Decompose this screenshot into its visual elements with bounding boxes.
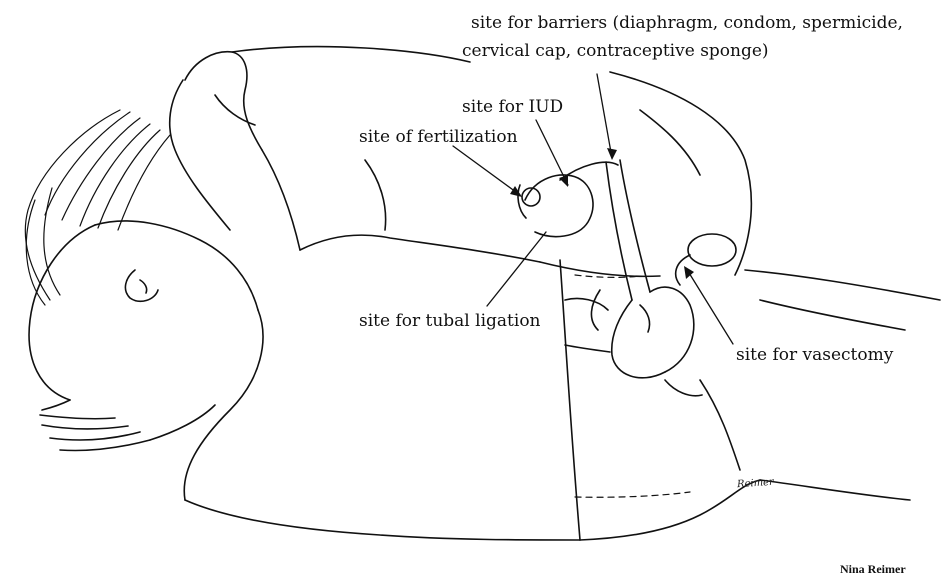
iud-label: site for IUD	[462, 96, 563, 118]
illustrator-credit: Nina Reimer	[840, 558, 906, 580]
fertilization-arrowhead	[510, 186, 522, 197]
man-hand-drawing	[40, 400, 215, 451]
tubal-ligation-label: site for tubal ligation	[359, 310, 541, 332]
vasectomy-label: site for vasectomy	[736, 344, 893, 366]
barriers-label-line2: cervical cap, contraceptive sponge)	[462, 40, 769, 62]
barriers-label-line1: site for barriers (diaphragm, condom, sp…	[471, 12, 903, 34]
woman-body-drawing	[232, 47, 751, 277]
fertilization-pointer	[453, 146, 520, 195]
vasectomy-arrowhead	[684, 266, 694, 279]
barriers-pointer	[597, 74, 612, 158]
man-head-drawing	[29, 221, 258, 400]
tubal-ligation-pointer	[487, 232, 546, 306]
woman-arm-drawing	[170, 52, 300, 250]
barriers-arrowhead	[607, 148, 617, 160]
reproductive-organs-drawing	[518, 160, 736, 396]
hair-drawing	[25, 110, 170, 305]
man-body-drawing	[184, 260, 940, 540]
arrowheads	[510, 148, 694, 279]
iud-arrowhead	[559, 175, 568, 187]
iud-pointer	[536, 120, 568, 185]
fertilization-label: site of fertilization	[359, 126, 518, 148]
